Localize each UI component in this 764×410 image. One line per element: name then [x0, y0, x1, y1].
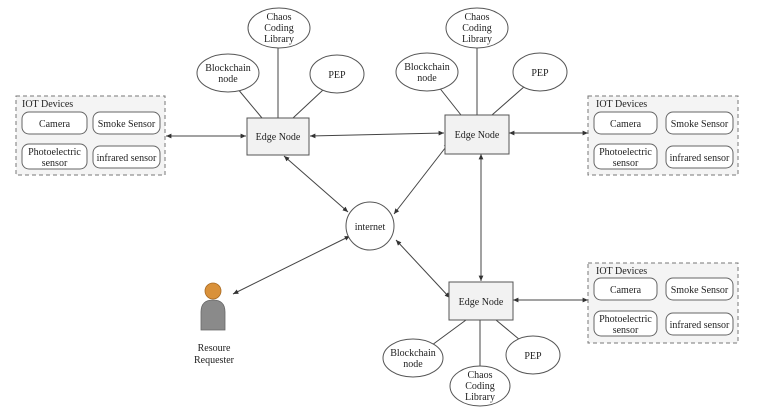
left-chaos-text-3: Library: [264, 34, 294, 45]
iot-bottom-photo-label-2: sensor: [613, 325, 639, 336]
iot-right-camera: [593, 111, 658, 135]
iot-bottom-photo-label-1: Photoelectric: [599, 314, 652, 325]
iot-right-smoke-label: Smoke Sensor: [671, 119, 729, 130]
iot-left-camera-label: Camera: [39, 119, 71, 130]
iot-left-title: IOT Devices: [22, 99, 73, 110]
iot-left-infrared-sensor: [92, 145, 161, 169]
iot-bottom-smoke-sensor: [665, 277, 734, 301]
internet-circle: [345, 201, 395, 251]
iot-right-camera-label: Camera: [610, 119, 642, 130]
right-blockchain-text-1: Blockchain: [404, 62, 450, 73]
internet-label: internet: [355, 222, 386, 233]
iot-group-right: IOT Devices Camera Smoke Sensor Photoele…: [587, 95, 739, 176]
right-pep-text: PEP: [531, 68, 549, 79]
resource-requester: Resoure Requester: [194, 282, 235, 366]
right-chaos-text-2: Coding: [462, 23, 491, 34]
iot-right-title: IOT Devices: [596, 99, 647, 110]
edge-node-bottom-label: Edge Node: [459, 297, 504, 308]
left-chaos-text-2: Coding: [264, 23, 293, 34]
edge-node-right: [444, 114, 510, 155]
arrow-internet-requester: [232, 235, 351, 295]
requester-label-2: Requester: [194, 355, 235, 366]
bottom-chaos-text-3: Library: [465, 392, 495, 403]
connector-left-blockchain: [236, 87, 263, 119]
iot-left-infrared-label: infrared sensor: [97, 153, 157, 164]
iot-bottom-infrared-label: infrared sensor: [670, 320, 730, 331]
arrow-edge-left-edge-right: [309, 130, 445, 139]
connector-left-pep: [292, 89, 324, 119]
iot-right-infrared-label: infrared sensor: [670, 153, 730, 164]
iot-right-photoelectric-sensor: [593, 143, 658, 170]
right-pep: [512, 52, 568, 92]
edge-node-left-label: Edge Node: [256, 132, 301, 143]
left-chaos-library: [247, 7, 311, 49]
person-icon: [200, 282, 226, 331]
left-pep: [309, 54, 365, 94]
left-blockchain-node: [196, 53, 260, 93]
iot-left-photo-label-1: Photoelectric: [28, 147, 81, 158]
left-blockchain-text-2: node: [218, 74, 238, 85]
left-pep-text: PEP: [328, 70, 346, 81]
right-chaos-text-1: Chaos: [465, 12, 490, 23]
iot-left-photo-label-2: sensor: [42, 158, 68, 169]
iot-bottom-infrared-sensor: [665, 312, 734, 336]
iot-right-infrared-sensor: [665, 145, 734, 169]
bottom-cluster: Edge Node Blockchain node PEP Chaos Codi…: [382, 281, 561, 407]
bottom-chaos-text-2: Coding: [465, 381, 494, 392]
edge-node-left: [246, 117, 310, 156]
iot-bottom-smoke-label: Smoke Sensor: [671, 285, 729, 296]
iot-right-smoke-sensor: [665, 111, 734, 135]
connector-right-blockchain: [437, 85, 462, 116]
iot-left-camera: [21, 111, 88, 135]
right-chaos-library: [445, 7, 509, 49]
bottom-blockchain-node: [382, 338, 444, 378]
connector-bottom-pep: [495, 319, 521, 341]
right-chaos-text-3: Library: [462, 34, 492, 45]
left-chaos-text-1: Chaos: [267, 12, 292, 23]
iot-left-smoke-label: Smoke Sensor: [98, 119, 156, 130]
iot-right-photo-label-1: Photoelectric: [599, 147, 652, 158]
edge-node-right-label: Edge Node: [455, 130, 500, 141]
edge-node-bottom: [448, 281, 514, 321]
connectors: [166, 47, 588, 368]
iot-bottom-title: IOT Devices: [596, 266, 647, 277]
left-cluster: Chaos Coding Library Blockchain node PEP…: [196, 7, 365, 156]
bottom-pep: [505, 335, 561, 375]
iot-left-smoke-sensor: [92, 111, 161, 135]
right-cluster: Chaos Coding Library Blockchain node PEP…: [395, 7, 568, 155]
iot-group-left: IOT Devices Camera Smoke Sensor Photoele…: [15, 95, 166, 176]
bottom-chaos-text-1: Chaos: [468, 370, 493, 381]
arrow-edge-left-internet: [283, 155, 349, 213]
iot-group-bottom: IOT Devices Camera Smoke Sensor Photoele…: [587, 262, 739, 344]
iot-bottom-camera: [593, 277, 658, 301]
requester-label-1: Resoure: [198, 343, 231, 354]
arrow-internet-edge-right: [393, 142, 450, 215]
connector-bottom-blockchain: [431, 319, 467, 346]
right-blockchain-node: [395, 52, 459, 92]
bottom-blockchain-text-1: Blockchain: [390, 348, 436, 359]
iot-bottom-photoelectric-sensor: [593, 310, 658, 337]
bottom-pep-text: PEP: [524, 351, 542, 362]
internet-node: internet: [345, 201, 395, 251]
connector-right-pep: [491, 85, 526, 116]
bottom-chaos-library: [449, 365, 511, 407]
bottom-blockchain-text-2: node: [403, 359, 423, 370]
left-blockchain-text-1: Blockchain: [205, 63, 251, 74]
iot-left-photoelectric-sensor: [21, 143, 88, 170]
iot-right-photo-label-2: sensor: [613, 158, 639, 169]
right-blockchain-text-2: node: [417, 73, 437, 84]
arrow-internet-edge-bottom: [395, 239, 451, 299]
iot-bottom-camera-label: Camera: [610, 285, 642, 296]
